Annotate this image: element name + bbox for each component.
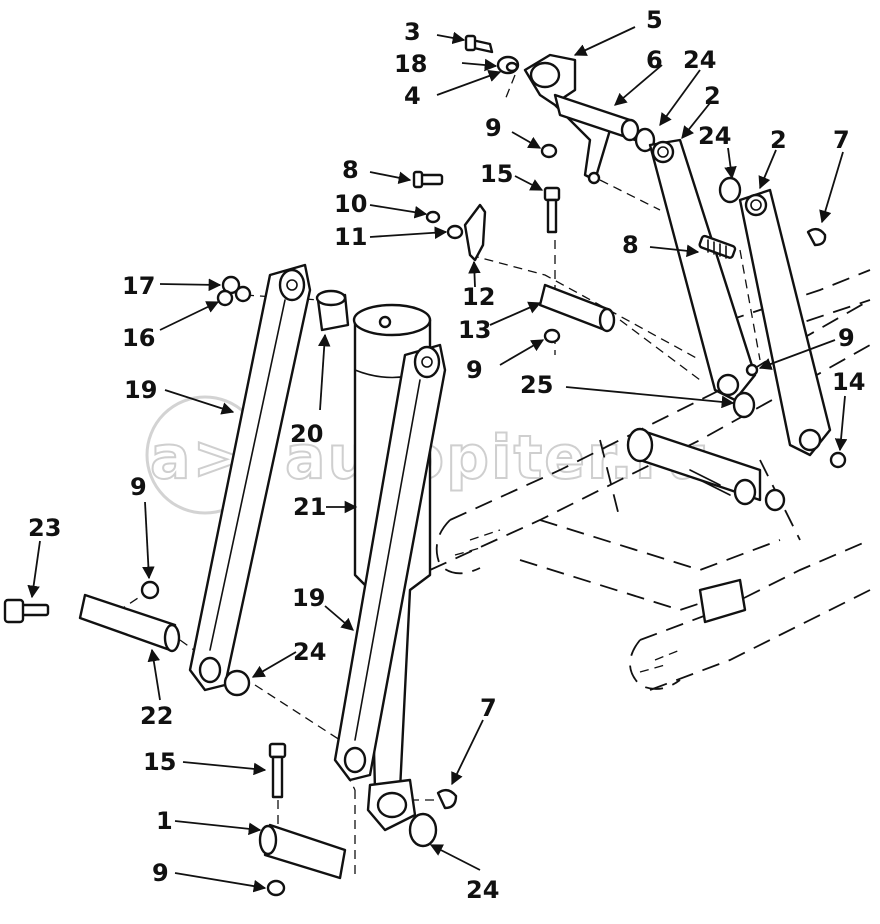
callout-19-b: 19 bbox=[292, 584, 325, 612]
bellcrank-arm bbox=[523, 53, 640, 185]
callout-20: 20 bbox=[290, 420, 323, 448]
callout-1: 1 bbox=[156, 807, 173, 835]
callout-14: 14 bbox=[832, 368, 865, 396]
callout-2-b: 2 bbox=[770, 126, 787, 154]
callout-13: 13 bbox=[458, 316, 491, 344]
callout-8-b: 8 bbox=[622, 231, 639, 259]
callout-7-b: 7 bbox=[480, 694, 497, 722]
callout-17: 17 bbox=[122, 272, 155, 300]
callout-5: 5 bbox=[646, 6, 663, 34]
callout-9-d: 9 bbox=[130, 473, 147, 501]
callout-2-a: 2 bbox=[704, 82, 721, 110]
nut-4 bbox=[505, 61, 519, 73]
cross-tube bbox=[626, 427, 786, 624]
callout-24-a: 24 bbox=[683, 46, 716, 74]
callout-24-c: 24 bbox=[293, 638, 326, 666]
bolt-15-bottom bbox=[268, 742, 287, 799]
pin-22 bbox=[78, 593, 181, 653]
callout-22: 22 bbox=[140, 702, 173, 730]
lift-arm-19-right bbox=[333, 343, 447, 782]
bushing-20 bbox=[315, 289, 350, 332]
callout-8-a: 8 bbox=[342, 156, 359, 184]
washer-25 bbox=[732, 391, 756, 419]
callout-11: 11 bbox=[334, 223, 367, 251]
clip-7-bottom bbox=[436, 788, 458, 810]
callout-4: 4 bbox=[404, 82, 421, 110]
callout-15-b: 15 bbox=[143, 748, 176, 776]
callout-24-b: 24 bbox=[698, 122, 731, 150]
callout-19-a: 19 bbox=[124, 376, 157, 404]
callout-16: 16 bbox=[122, 324, 155, 352]
bolt-15-top bbox=[543, 186, 561, 234]
callout-9-a: 9 bbox=[485, 114, 502, 142]
nut-9-top bbox=[540, 143, 558, 159]
callout-9-c: 9 bbox=[466, 356, 483, 384]
nut-9-right bbox=[745, 363, 759, 377]
lever-12 bbox=[463, 203, 487, 262]
link-2-right bbox=[738, 188, 832, 457]
callout-23: 23 bbox=[28, 514, 61, 542]
washer-11 bbox=[446, 224, 464, 240]
nut-9-pin13 bbox=[543, 328, 561, 344]
pin-13 bbox=[538, 283, 616, 333]
nut-9-left bbox=[140, 580, 160, 600]
fitting-16 bbox=[216, 289, 234, 307]
callout-24-d: 24 bbox=[466, 876, 499, 904]
callout-labels: 3 5 18 6 24 4 2 9 24 2 7 8 15 10 11 8 17… bbox=[28, 6, 865, 904]
link-2-left bbox=[648, 138, 757, 402]
washer-24-left bbox=[223, 669, 251, 697]
callout-7-a: 7 bbox=[833, 126, 850, 154]
pin-1 bbox=[258, 823, 347, 880]
nut-9-bottom bbox=[266, 879, 286, 897]
callout-12: 12 bbox=[462, 283, 495, 311]
callout-10: 10 bbox=[334, 190, 367, 218]
callout-6: 6 bbox=[646, 46, 663, 74]
callout-15-a: 15 bbox=[480, 160, 513, 188]
washer-24-top-b bbox=[718, 176, 742, 204]
bolt-8-mid bbox=[698, 234, 737, 259]
bolt-3 bbox=[464, 34, 494, 54]
bolt-23 bbox=[3, 598, 50, 624]
callout-18: 18 bbox=[394, 50, 427, 78]
callout-9-b: 9 bbox=[838, 324, 855, 352]
bolt-8-top bbox=[412, 170, 444, 189]
washer-24-bottom bbox=[408, 812, 438, 848]
nut-14 bbox=[829, 451, 847, 469]
clip-7-top bbox=[806, 227, 827, 247]
leader-arrows bbox=[27, 26, 848, 893]
callout-3: 3 bbox=[404, 18, 421, 46]
callout-25: 25 bbox=[520, 371, 553, 399]
callout-21: 21 bbox=[293, 493, 326, 521]
nut-10 bbox=[425, 210, 441, 224]
callout-9-e: 9 bbox=[152, 859, 169, 887]
